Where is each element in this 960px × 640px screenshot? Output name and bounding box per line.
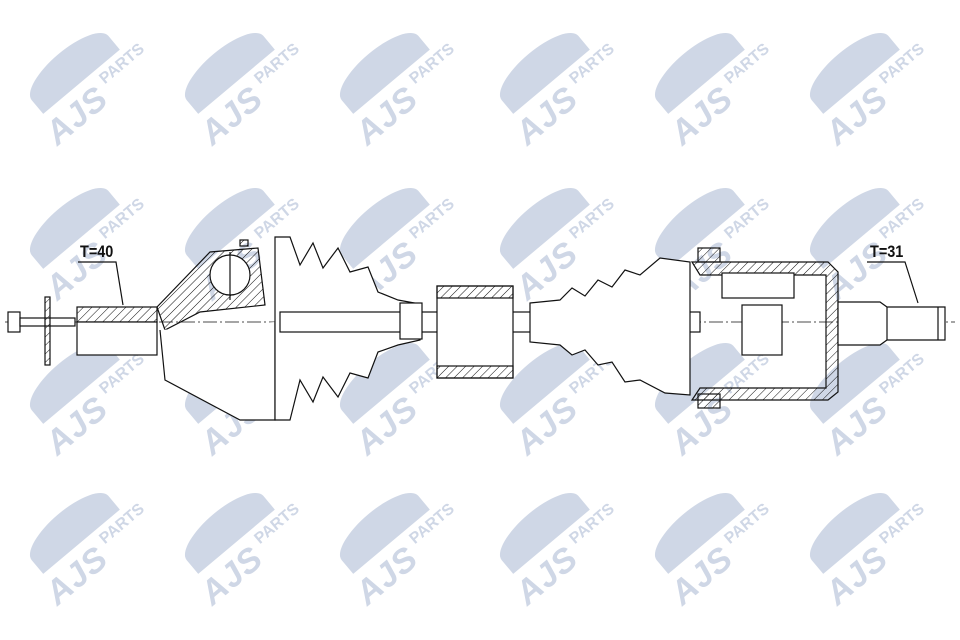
leader-right xyxy=(867,261,919,304)
inner-boot xyxy=(529,257,691,396)
leader-left xyxy=(78,261,124,306)
right-teeth-label: T=31 xyxy=(870,242,904,261)
inner-stub xyxy=(837,301,946,346)
bolt xyxy=(7,296,76,366)
outer-stub xyxy=(76,306,158,356)
left-teeth-label: T=40 xyxy=(80,242,114,261)
inner-tripod-housing xyxy=(690,261,839,401)
outer-cv-joint xyxy=(156,239,276,421)
vibration-damper xyxy=(436,285,514,379)
